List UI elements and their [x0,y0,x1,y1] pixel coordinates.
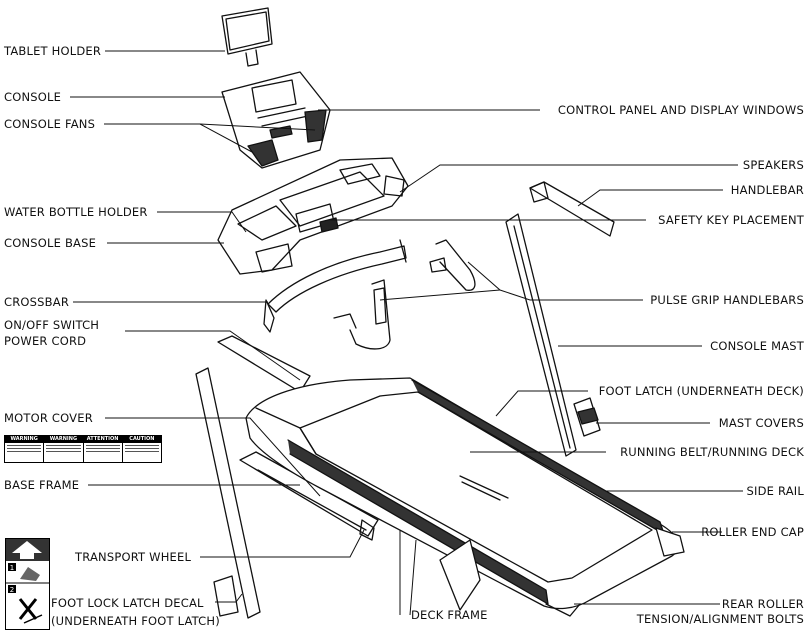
warning-heading: WARNING [5,436,44,443]
label-crossbar: CROSSBAR [4,295,70,309]
label-power-cord: POWER CORD [4,334,87,348]
warning-decal-cell: ATTENTION [82,436,122,462]
label-rear-roller: REAR ROLLER [721,597,804,611]
label-speakers: SPEAKERS [742,158,804,172]
label-console: CONSOLE [4,90,62,104]
label-motor-cover: MOTOR COVER [4,411,93,425]
label-control-panel: CONTROL PANEL AND DISPLAY WINDOWS [557,103,804,117]
step-number-2: 2 [10,586,14,594]
step-number-1: 1 [10,564,14,572]
pulse-grip-right-part [429,239,476,291]
crossbar-part [263,239,407,333]
label-handlebar: HANDLEBAR [730,183,804,197]
warning-heading: CAUTION [122,436,161,443]
warning-decal-cell: WARNING [5,436,44,462]
label-mast-covers: MAST COVERS [718,416,804,430]
label-foot-lock-latch-decal: FOOT LOCK LATCH DECAL [51,596,204,610]
warning-heading: WARNING [44,436,83,443]
pulse-grip-left-part [333,279,391,350]
warning-decal: WARNING WARNING ATTENTION CAUTION [4,435,162,463]
label-base-frame: BASE FRAME [4,478,80,492]
label-underneath-foot-latch: (UNDERNEATH FOOT LATCH) [51,614,220,628]
label-running-belt: RUNNING BELT/RUNNING DECK [620,445,804,459]
label-pulse-grip: PULSE GRIP HANDLEBARS [650,293,804,307]
label-deck-frame: DECK FRAME [411,608,488,622]
mast-covers-part [573,397,601,437]
console-base-part [217,157,409,275]
tablet-holder-part [221,7,273,67]
label-water-bottle-holder: WATER BOTTLE HOLDER [4,205,148,219]
console-mast-right-part [505,213,577,457]
label-side-rail: SIDE RAIL [746,484,804,498]
deck-part [245,377,685,617]
warning-heading: ATTENTION [83,436,122,443]
leader-lines [70,50,743,616]
label-foot-latch: FOOT LATCH (UNDERNEATH DECK) [598,384,804,398]
label-console-mast: CONSOLE MAST [710,339,804,353]
warning-text-lines [46,445,81,452]
label-roller-end-cap: ROLLER END CAP [701,525,804,539]
foot-lock-step-decal: 1 2 [5,538,50,630]
console-mast-left-part [195,367,261,619]
warning-decal-cell: WARNING [43,436,83,462]
label-console-base: CONSOLE BASE [4,236,97,250]
warning-text-lines [7,445,42,452]
foot-lock-step-icons: 1 2 [6,539,49,624]
left-handlebar-part [217,335,311,393]
label-tablet-holder: TABLET HOLDER [4,44,102,58]
warning-text-lines [124,445,159,452]
warning-text-lines [85,445,120,452]
label-console-fans: CONSOLE FANS [4,117,96,131]
label-on-off-switch: ON/OFF SWITCH [4,318,100,332]
label-tension-bolts: TENSION/ALIGNMENT BOLTS [636,612,804,626]
label-transport-wheel: TRANSPORT WHEEL [75,550,192,564]
console-part [221,71,331,169]
warning-decal-cell: CAUTION [121,436,161,462]
label-safety-key: SAFETY KEY PLACEMENT [658,213,804,227]
